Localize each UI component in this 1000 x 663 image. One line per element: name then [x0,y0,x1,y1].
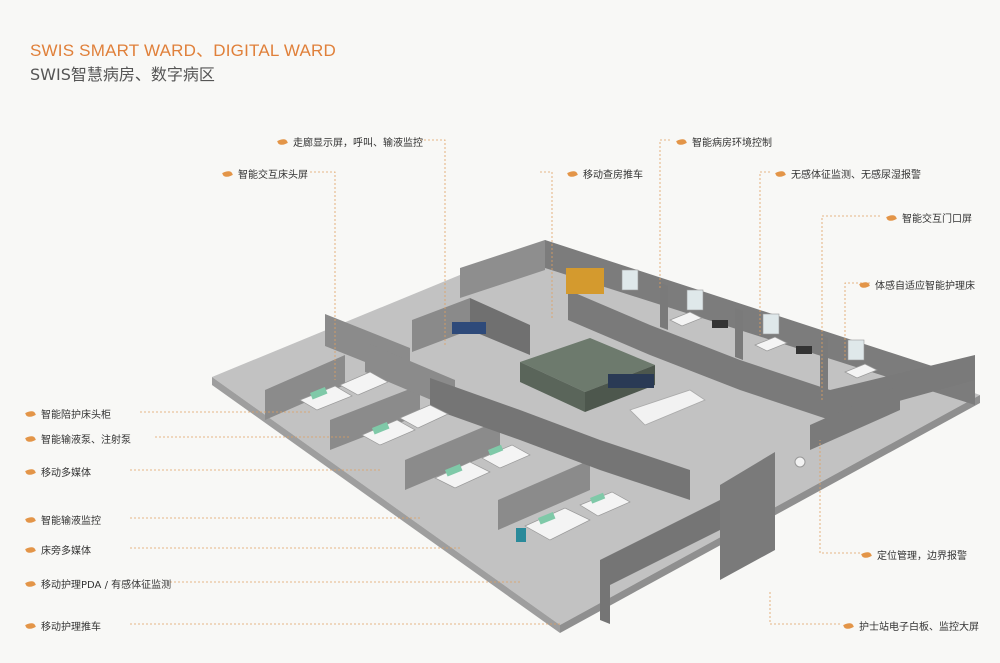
wall-tv-1 [712,320,728,328]
leaf-icon [775,168,786,179]
leaf-icon [25,408,36,419]
leaf-icon [25,578,36,589]
leaf-icon [843,620,854,631]
label-mobile-pda: 移动护理PDA / 有感体征监测 [25,576,171,591]
leaf-icon [886,212,897,223]
label-positioning: 定位管理，边界报警 [861,547,967,562]
leaf-icon [567,168,578,179]
label-infusion-monitor: 智能输液监控 [25,512,101,527]
label-ward-env-control: 智能病房环境控制 [676,134,772,149]
leaf-icon [222,168,233,179]
room-top-left-equipment [452,322,486,334]
label-mobile-round-cart: 移动查房推车 [567,166,643,181]
back-wall-left [460,240,545,298]
right-room-windows [621,269,865,361]
label-bedside-cabinet: 智能陪护床头柜 [25,406,111,421]
nurse-figure [794,456,806,468]
label-vital-monitor: 无感体征监测、无感尿湿报警 [775,166,921,181]
nurse-station-block [520,338,655,392]
wall-tv-2 [796,346,812,354]
leaf-icon [25,466,36,477]
floor-front-edge-left [212,377,560,633]
label-adaptive-bed: 体感自适应智能护理床 [859,277,975,292]
label-corridor-screen: 走廊显示屏，呼叫、输液监控 [277,134,423,149]
label-bedside-media: 床旁多媒体 [25,542,91,557]
bed-blankets [310,387,606,525]
hospital-beds [299,311,878,541]
leaf-icon [861,549,872,560]
leaf-icon [25,433,36,444]
bedside-cabinet [516,528,526,542]
page-title-en: SWIS SMART WARD、DIGITAL WARD [30,41,336,60]
label-nurse-station: 护士站电子白板、监控大屏 [843,618,979,633]
exit-wall-2 [810,385,900,450]
exit-wall [720,452,775,580]
label-mobile-media: 移动多媒体 [25,464,91,479]
page-title-zh: SWIS智慧病房、数字病区 [30,65,215,84]
leaf-icon [25,620,36,631]
room-top-left-wall [412,298,470,352]
left-room-long-walls [430,378,720,624]
label-infusion-pump: 智能输液泵、注射泵 [25,431,131,446]
label-door-screen: 智能交互门口屏 [886,210,972,225]
nurse-station-front [520,362,585,412]
leaf-icon [25,514,36,525]
monitor-wall [608,374,654,388]
cabinet-shelf [566,268,604,294]
leaf-icon [25,544,36,555]
leaf-icon [859,279,870,290]
room-top-left-side [470,298,530,355]
leaf-icon [676,136,687,147]
leader-lines [130,139,880,625]
label-bedside-screen: 智能交互床头屏 [222,166,308,181]
leaf-icon [277,136,288,147]
label-nursing-cart: 移动护理推车 [25,618,101,633]
ward-floor [212,240,980,625]
nurse-counter [629,389,706,426]
